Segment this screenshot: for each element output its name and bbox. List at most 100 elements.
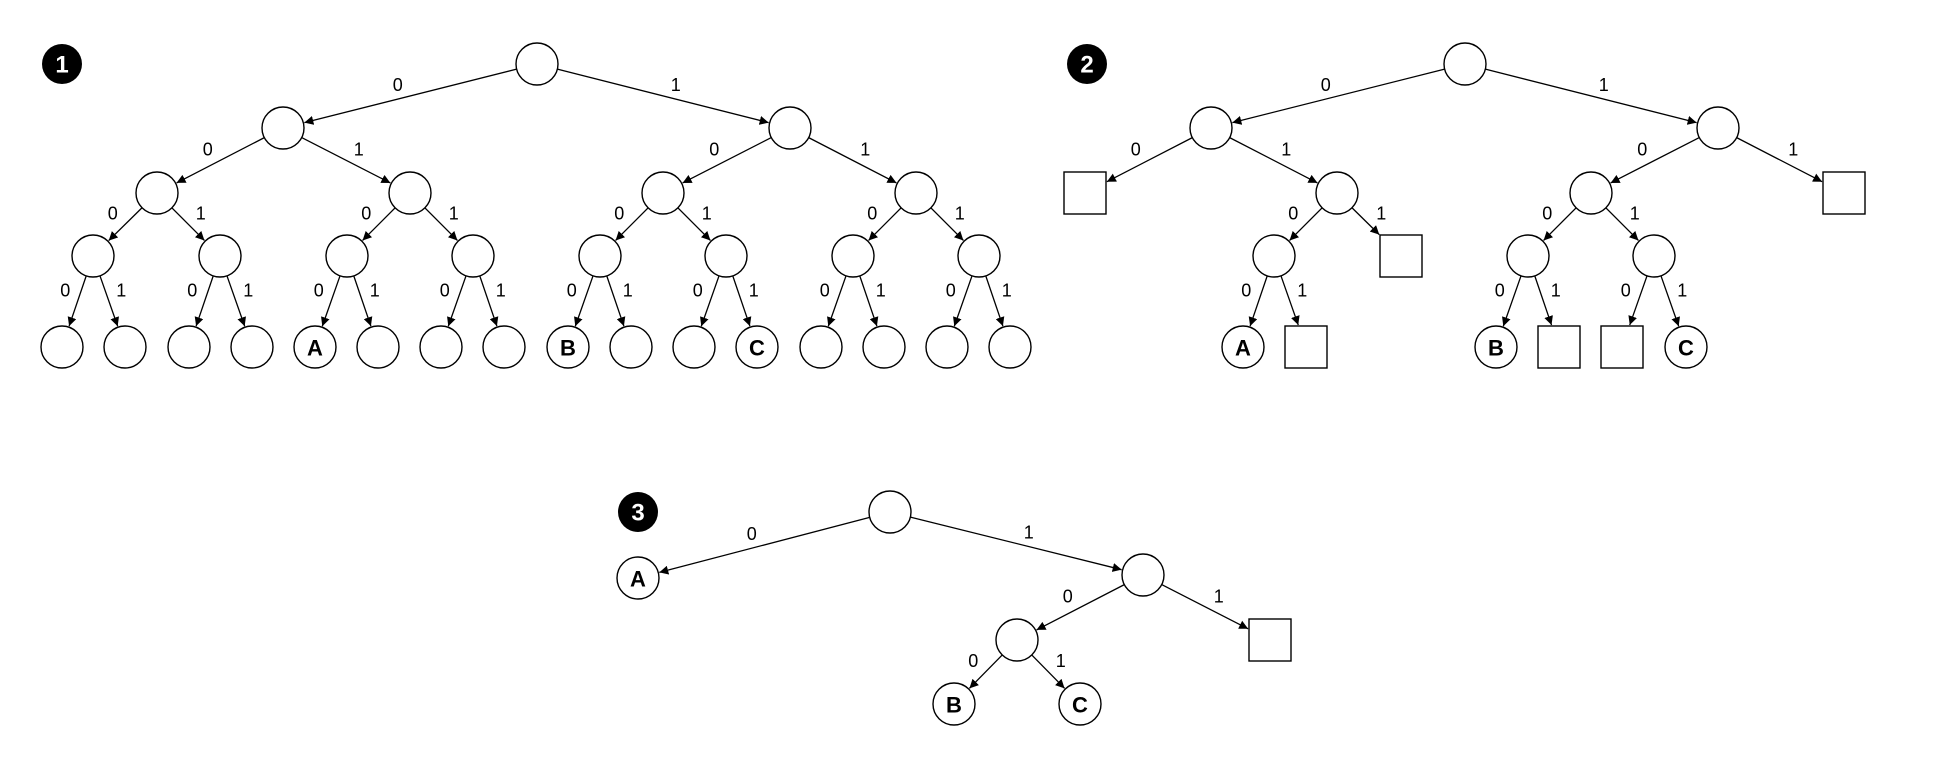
circle-node-shape (988, 325, 1032, 369)
tree-node (704, 234, 748, 278)
tree-node (261, 106, 305, 150)
edge-label: 0 (1241, 280, 1251, 300)
badge-number: 1 (55, 52, 68, 79)
tree-node (103, 325, 147, 369)
edge-label: 0 (567, 280, 577, 300)
edge-label: 0 (203, 139, 213, 159)
tree-node: B (932, 682, 976, 726)
tree-node (1121, 553, 1165, 597)
circle-node-shape (1474, 325, 1518, 369)
square-node-shape (1063, 171, 1107, 215)
badge-circle (42, 44, 82, 84)
tree-node (988, 325, 1032, 369)
badge-number: 3 (631, 500, 644, 527)
edge-label: 0 (1288, 203, 1298, 223)
circle-node-shape (925, 325, 969, 369)
edge-0-arrow (1036, 584, 1125, 631)
tree-node (198, 234, 242, 278)
edge-label: 0 (1131, 139, 1141, 159)
circle-node-shape (894, 171, 938, 215)
edge-1-arrow (985, 275, 1005, 327)
tree-node (995, 618, 1039, 662)
edge-label: 1 (623, 280, 633, 300)
edge-label: 1 (1024, 522, 1034, 542)
tree-node: A (293, 325, 337, 369)
edge-0-arrow (615, 207, 649, 241)
edge-label: 1 (1788, 139, 1798, 159)
node-label: C (749, 336, 765, 361)
edge-label: 0 (314, 280, 324, 300)
edge-label: 1 (876, 280, 886, 300)
circle-node-shape (1443, 42, 1487, 86)
edge-1-arrow (353, 275, 373, 327)
tree-node (894, 171, 938, 215)
tree-node (957, 234, 1001, 278)
edge-1-arrow (732, 275, 752, 327)
tree-node (672, 325, 716, 369)
edge-label: 0 (1542, 203, 1552, 223)
edge-1-arrow (1031, 654, 1066, 689)
tree-node: C (1058, 682, 1102, 726)
edge-label: 0 (393, 75, 403, 95)
node-label: A (1235, 336, 1251, 361)
tree-node (230, 325, 274, 369)
edge-label: 1 (370, 280, 380, 300)
tree-node (356, 325, 400, 369)
edge-1-arrow (1736, 137, 1823, 183)
edge-label: 1 (1002, 280, 1012, 300)
circle-node-shape (546, 325, 590, 369)
tree-node (1632, 234, 1676, 278)
edge-label: 1 (1376, 203, 1386, 223)
empty-leaf-square (1537, 325, 1581, 369)
edge-0-arrow (67, 275, 87, 327)
node-label: A (307, 336, 323, 361)
circle-node-shape (799, 325, 843, 369)
tree-node: C (735, 325, 779, 369)
edge-label: 0 (440, 280, 450, 300)
edge-label: 0 (1063, 586, 1073, 606)
edge-label: 1 (860, 139, 870, 159)
circle-node-shape (1058, 682, 1102, 726)
circle-node-shape (230, 325, 274, 369)
edge-1-arrow (910, 516, 1122, 572)
empty-leaf-square (1600, 325, 1644, 369)
tree-node (1189, 106, 1233, 150)
edge-1-arrow (1351, 207, 1380, 236)
circle-node-shape (198, 234, 242, 278)
edge-label: 0 (946, 280, 956, 300)
square-node-shape (1248, 618, 1292, 662)
edge-1-arrow (226, 275, 246, 327)
tree-node (167, 325, 211, 369)
node-label: A (630, 567, 646, 592)
edge-label: 0 (747, 524, 757, 544)
edge-1-arrow (1485, 68, 1697, 125)
circle-node-shape (103, 325, 147, 369)
node-label: B (560, 336, 576, 361)
edge-1-arrow (808, 137, 897, 184)
circle-node-shape (1221, 325, 1265, 369)
tree-node: B (546, 325, 590, 369)
edge-0-arrow (1248, 275, 1268, 327)
edge-0-arrow (574, 275, 594, 327)
circle-node-shape (261, 106, 305, 150)
empty-leaf-square (1284, 325, 1328, 369)
tree-node (451, 234, 495, 278)
edge-label: 0 (60, 280, 70, 300)
edge-1-arrow (1534, 275, 1553, 326)
edge-label: 1 (1297, 280, 1307, 300)
edge-label: 0 (108, 203, 118, 223)
circle-node-shape (325, 234, 369, 278)
edge-label: 1 (702, 203, 712, 223)
circle-node-shape (356, 325, 400, 369)
edge-0-arrow (194, 275, 214, 327)
edge-label: 1 (1599, 75, 1609, 95)
circle-node-shape (616, 556, 660, 600)
square-node-shape (1600, 325, 1644, 369)
edge-label: 1 (116, 280, 126, 300)
circle-node-shape (641, 171, 685, 215)
circle-node-shape (932, 682, 976, 726)
circle-node-shape (868, 490, 912, 534)
circle-node-shape (167, 325, 211, 369)
edge-0-arrow (659, 516, 870, 575)
edge-label: 0 (1637, 139, 1647, 159)
